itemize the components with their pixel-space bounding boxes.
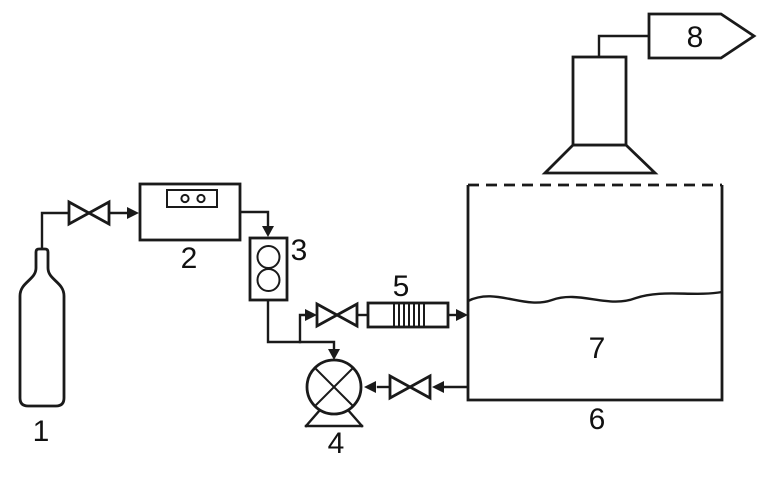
- gas-cylinder-icon: 1: [18, 247, 66, 448]
- gas-outlet-arrow-icon: 8: [647, 12, 757, 60]
- pump-stand: [304, 408, 364, 428]
- pipe-chimney-to-outlet: [597, 34, 651, 58]
- outlet-arrow-banner: [647, 12, 757, 60]
- label-gas-cylinder: 1: [33, 415, 50, 448]
- arrow-into-controller-icon: [127, 207, 139, 219]
- label-tank: 6: [589, 403, 606, 436]
- arrow-into-flowmeter-icon: [262, 226, 274, 237]
- valve1-bowtie: [67, 199, 111, 227]
- arrow-into-pump-icon: [328, 349, 340, 360]
- label-pump: 4: [328, 427, 345, 460]
- arrow-into-valve3-icon: [432, 381, 444, 393]
- valve2-bowtie: [315, 301, 359, 329]
- flow-controller-panel: [166, 189, 218, 208]
- controller-indicator-dot: [196, 193, 206, 204]
- liquid-level-icon: [467, 290, 723, 304]
- arrow-into-tank-icon: [456, 309, 468, 321]
- arrow-into-valve2-icon: [305, 309, 317, 321]
- flow-meter-box: [248, 236, 289, 302]
- pipe-riser-to-mixline: [298, 313, 307, 344]
- label-liquid: 7: [589, 332, 606, 365]
- inline-mixer-icon: 5: [366, 270, 450, 329]
- flow-controller-icon: 2: [138, 182, 242, 275]
- flow-meter-icon: 3: [248, 234, 308, 302]
- valve3-bowtie: [388, 373, 432, 401]
- label-gas-outlet: 8: [687, 21, 704, 54]
- pipes: [40, 34, 651, 393]
- pump-icon: 4: [304, 358, 364, 460]
- gas-cylinder-body: [18, 247, 66, 408]
- arrow-into-pump-suction-icon: [364, 381, 376, 393]
- hood-flare: [541, 143, 659, 175]
- tank-icon: 7 6: [466, 183, 724, 436]
- exhaust-hood-icon: [541, 55, 659, 175]
- pipe-controller-to-flowmeter: [238, 210, 270, 230]
- pipe-cylinder-to-valve1: [40, 211, 71, 252]
- valve3-icon: [388, 373, 432, 401]
- label-inline-mixer: 5: [393, 270, 410, 303]
- valve2-icon: [315, 301, 359, 329]
- flow-meter-roller: [256, 268, 281, 292]
- inline-mixer-hatch: [393, 303, 425, 327]
- label-flow-controller: 2: [181, 242, 198, 275]
- controller-indicator-dot: [180, 193, 190, 204]
- label-flow-meter: 3: [291, 234, 308, 267]
- flow-controller-box: [138, 182, 242, 242]
- hood-chimney: [571, 55, 628, 147]
- pump-impeller-x: [314, 367, 354, 407]
- valve1-icon: [67, 199, 111, 227]
